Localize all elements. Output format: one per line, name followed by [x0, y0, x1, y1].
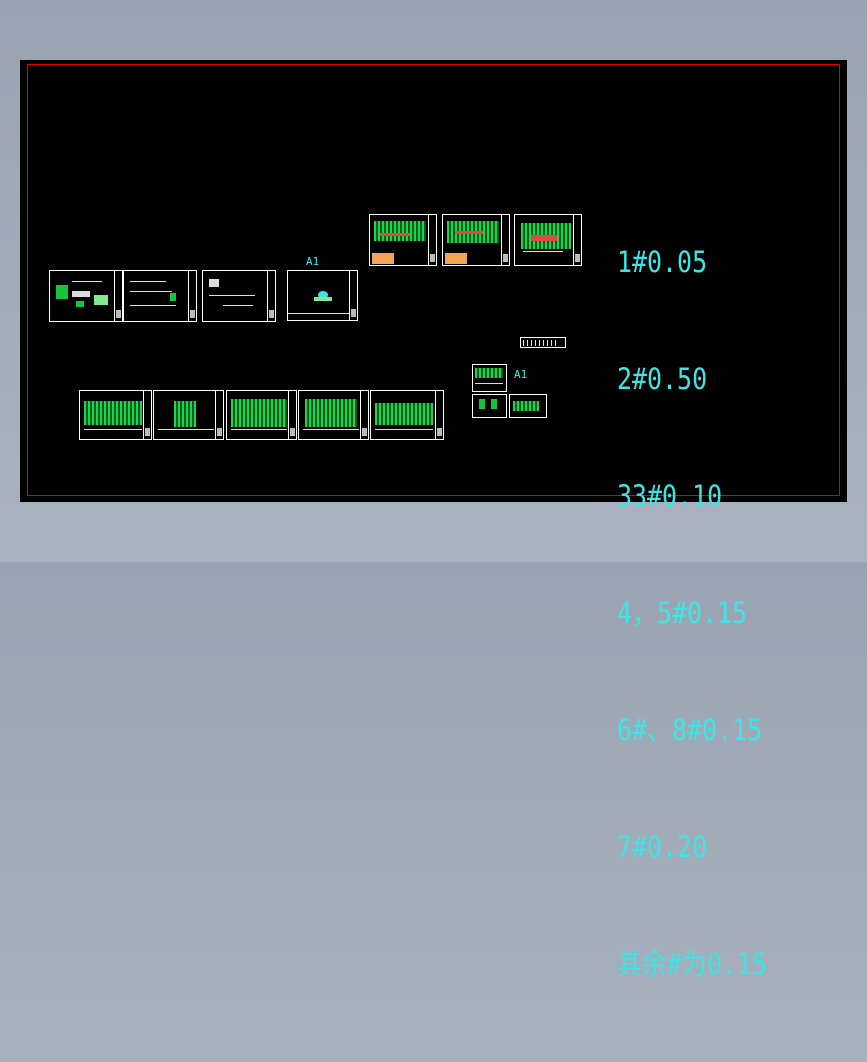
- drawing-sheet[interactable]: [49, 270, 123, 322]
- drawing-sheet[interactable]: [202, 270, 276, 322]
- drawing-sheet[interactable]: [298, 390, 369, 440]
- note-line: 2#0.50: [617, 362, 708, 396]
- note-line: 6#、8#0.15: [617, 713, 763, 747]
- note-line: 1#0.05: [617, 245, 708, 279]
- drawing-sheet[interactable]: [509, 394, 547, 418]
- note-line: 4，5#0.15: [617, 596, 748, 630]
- drawing-sheet[interactable]: [153, 390, 224, 440]
- sheet-size-label: A1: [514, 368, 528, 381]
- drawing-sheet[interactable]: [472, 364, 507, 392]
- drawing-sheet[interactable]: [226, 390, 297, 440]
- drawing-sheet[interactable]: [472, 394, 507, 418]
- drawing-sheet[interactable]: [442, 214, 510, 266]
- drawing-sheet[interactable]: [520, 337, 566, 348]
- drawing-sheet[interactable]: [370, 390, 444, 440]
- sheet-size-label: A1: [306, 255, 320, 268]
- note-line: 33#0.10: [617, 479, 723, 513]
- cad-viewport[interactable]: A1 A1: [20, 60, 847, 981]
- drawing-sheet[interactable]: [123, 270, 197, 322]
- thickness-notes: 1#0.05 2#0.50 33#0.10 4，5#0.15 6#、8#0.15…: [617, 165, 767, 1062]
- drawing-sheet[interactable]: [369, 214, 437, 266]
- note-line: 其余#为0.15: [617, 947, 767, 981]
- drawing-sheet[interactable]: [514, 214, 582, 266]
- drawing-frame: [27, 64, 840, 496]
- drawing-sheet[interactable]: [287, 270, 358, 321]
- drawing-sheet[interactable]: [79, 390, 152, 440]
- note-line: 7#0.20: [617, 830, 708, 864]
